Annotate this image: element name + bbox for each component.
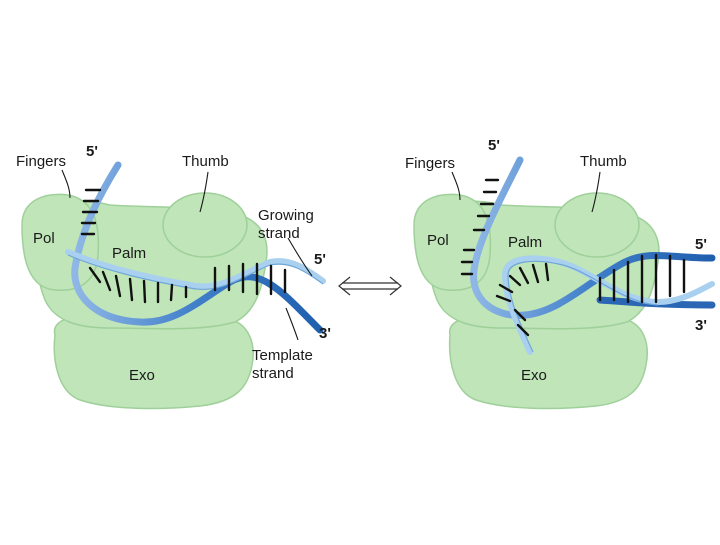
right-base-pairs bbox=[460, 178, 686, 337]
left-five-prime-right: 5' bbox=[314, 251, 326, 268]
right-five-prime-right: 5' bbox=[695, 236, 707, 253]
left-exo-domain bbox=[53, 315, 254, 410]
left-template-label-2: strand bbox=[252, 365, 294, 382]
right-palm-label: Palm bbox=[508, 234, 542, 251]
right-exo-domain bbox=[448, 315, 648, 410]
left-template-strand bbox=[71, 161, 324, 334]
left-template-label-1: Template bbox=[252, 347, 313, 364]
left-leader-lines bbox=[61, 169, 313, 341]
right-thumb-domain bbox=[554, 192, 640, 258]
left-palm-label: Palm bbox=[112, 245, 146, 262]
left-panel: Fingers 5' Thumb Pol Palm Growing strand… bbox=[16, 143, 331, 410]
left-pol-domain bbox=[21, 193, 100, 291]
left-growing-label-1: Growing bbox=[258, 207, 314, 224]
right-pol-label: Pol bbox=[427, 232, 449, 249]
right-exo-label: Exo bbox=[521, 367, 547, 384]
right-leader-lines bbox=[451, 171, 601, 213]
left-fingers-label: Fingers bbox=[16, 153, 66, 170]
left-growing-label-2: strand bbox=[258, 225, 300, 242]
right-panel: 5' Fingers Thumb Pol Palm 5' 3' Exo bbox=[405, 137, 716, 410]
right-five-prime-top: 5' bbox=[488, 137, 500, 154]
right-fingers-label: Fingers bbox=[405, 155, 455, 172]
left-base-pairs bbox=[80, 188, 287, 304]
left-five-prime-top: 5' bbox=[86, 143, 98, 160]
double-arrow-icon bbox=[338, 276, 402, 296]
right-template-strand bbox=[470, 156, 716, 319]
right-thumb-label: Thumb bbox=[580, 153, 627, 170]
left-thumb-label: Thumb bbox=[182, 153, 229, 170]
left-exo-label: Exo bbox=[129, 367, 155, 384]
left-thumb-domain bbox=[162, 192, 248, 258]
right-three-prime: 3' bbox=[695, 317, 707, 334]
left-three-prime: 3' bbox=[319, 325, 331, 342]
left-pol-label: Pol bbox=[33, 230, 55, 247]
